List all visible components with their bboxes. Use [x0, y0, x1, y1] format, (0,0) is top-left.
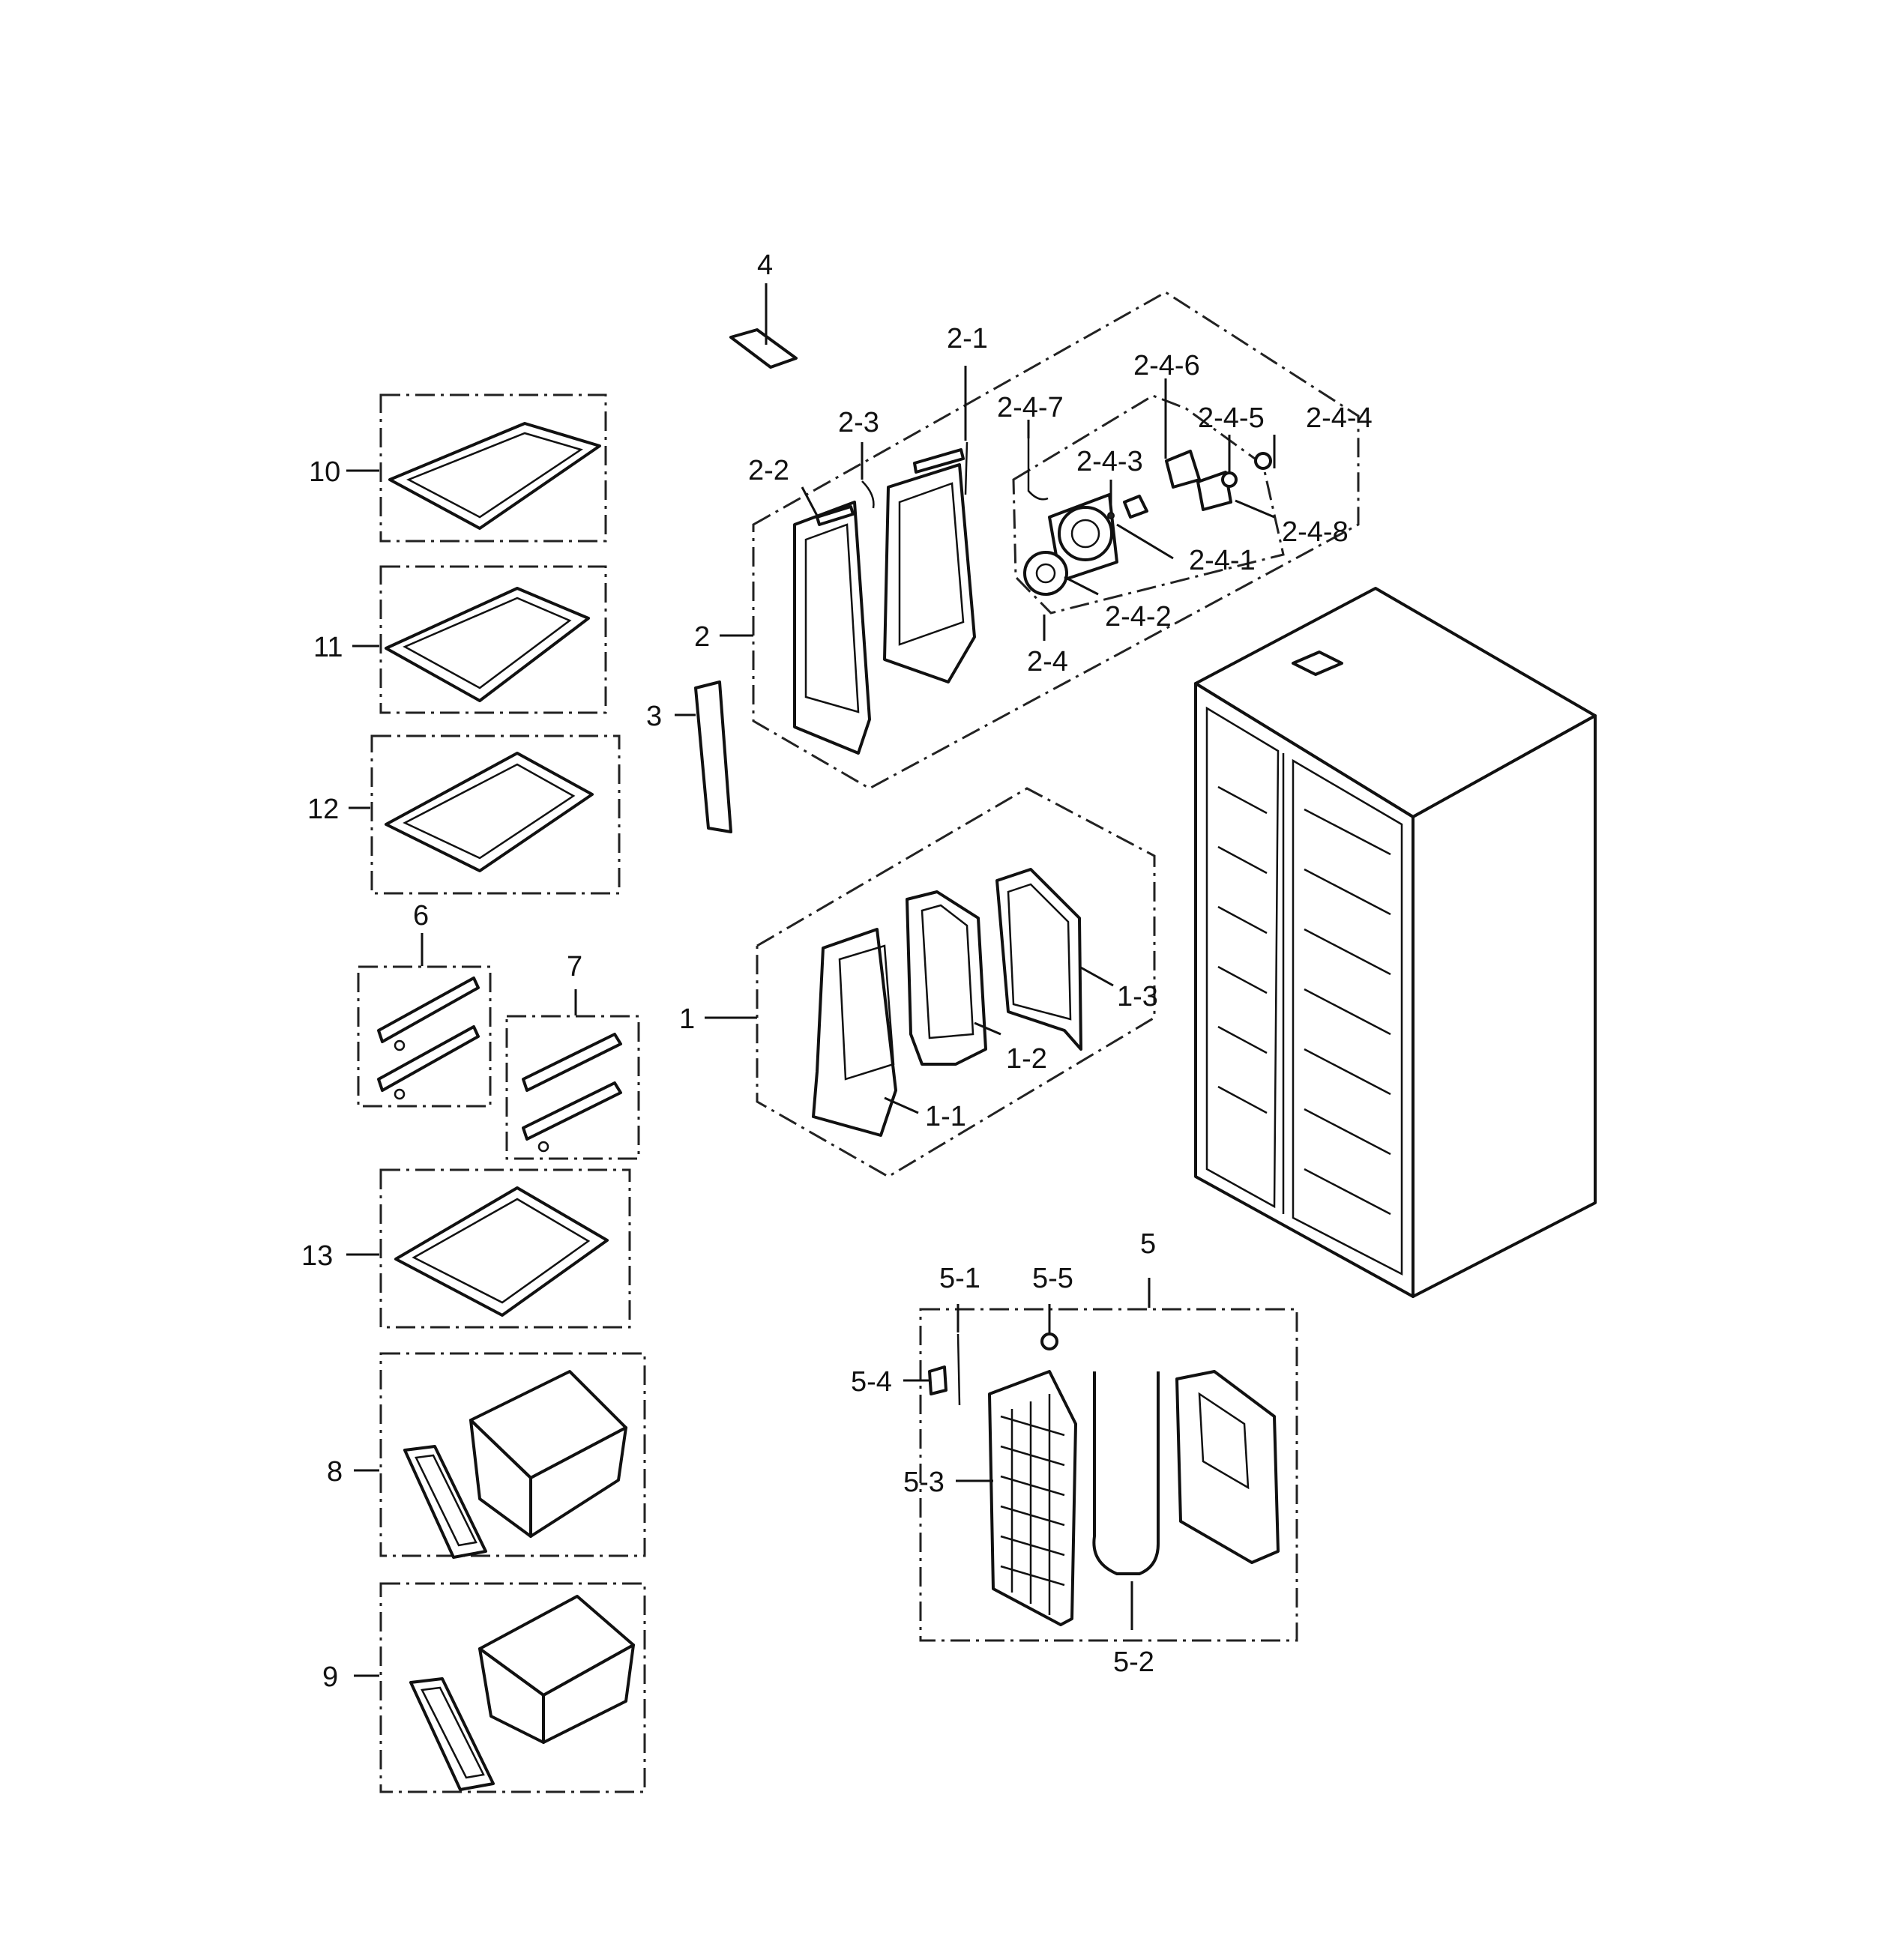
label-7: 7	[567, 951, 582, 982]
label-2: 2	[694, 621, 710, 653]
assembly-2-group: 2 2-1 2-2 2-3	[694, 291, 1360, 790]
label-8: 8	[327, 1456, 343, 1488]
label-5-1: 5-1	[939, 1263, 980, 1294]
label-1: 1	[679, 1003, 695, 1035]
rails-6-group: 6	[357, 900, 492, 1108]
label-1-3: 1-3	[1117, 981, 1158, 1012]
rails-7-group: 7	[505, 951, 640, 1160]
label-2-4-8: 2-4-8	[1282, 516, 1349, 548]
label-2-2: 2-2	[748, 455, 789, 486]
label-2-4: 2-4	[1027, 646, 1068, 677]
label-2-4-7: 2-4-7	[997, 392, 1064, 423]
label-1-2: 1-2	[1006, 1043, 1047, 1075]
shelf-10-group: 10	[309, 393, 607, 543]
label-6: 6	[413, 900, 429, 932]
label-5-5: 5-5	[1032, 1263, 1073, 1294]
cabinet-shelf-lines	[1217, 785, 1391, 1216]
part-4-group: 4	[729, 250, 798, 369]
label-2-3: 2-3	[838, 407, 879, 438]
label-2-4-4: 2-4-4	[1306, 402, 1373, 434]
shelf-13-group: 13	[301, 1168, 631, 1329]
assembly-2-4-group: 2-4 2-4-2 2-4-1 2-4-3 2-4-7 2-4-6 2-4-5 …	[997, 350, 1373, 677]
label-5-4: 5-4	[851, 1366, 892, 1398]
label-2-1: 2-1	[947, 323, 988, 354]
label-10: 10	[309, 456, 340, 488]
cabinet-group	[1194, 587, 1597, 1298]
label-2-4-5: 2-4-5	[1198, 402, 1265, 434]
label-2-4-3: 2-4-3	[1076, 446, 1143, 477]
shelf-11-group: 11	[313, 565, 607, 714]
evaporator-fins	[1000, 1394, 1065, 1615]
drawer-8-group: 8	[327, 1352, 646, 1559]
drawer-9-group: 9	[322, 1582, 646, 1793]
label-5-2: 5-2	[1113, 1646, 1154, 1678]
label-13: 13	[301, 1240, 333, 1272]
label-5-3: 5-3	[903, 1467, 945, 1498]
label-5: 5	[1140, 1228, 1156, 1260]
shelf-12-group: 12	[307, 734, 621, 895]
part-3-group: 3	[646, 680, 732, 833]
label-2-4-6: 2-4-6	[1133, 350, 1200, 381]
label-2-4-2: 2-4-2	[1105, 601, 1172, 633]
assembly-1-group: 1 1-1 1-2 1-3	[679, 787, 1158, 1178]
label-12: 12	[307, 794, 339, 825]
label-4: 4	[757, 250, 773, 281]
label-9: 9	[322, 1661, 338, 1693]
label-11: 11	[313, 632, 343, 663]
label-1-1: 1-1	[925, 1101, 966, 1132]
assembly-5-group: 5 5-1 5-5 5-4 5-3 5-2	[851, 1228, 1298, 1678]
label-2-4-1: 2-4-1	[1189, 545, 1256, 576]
label-3: 3	[646, 701, 662, 732]
